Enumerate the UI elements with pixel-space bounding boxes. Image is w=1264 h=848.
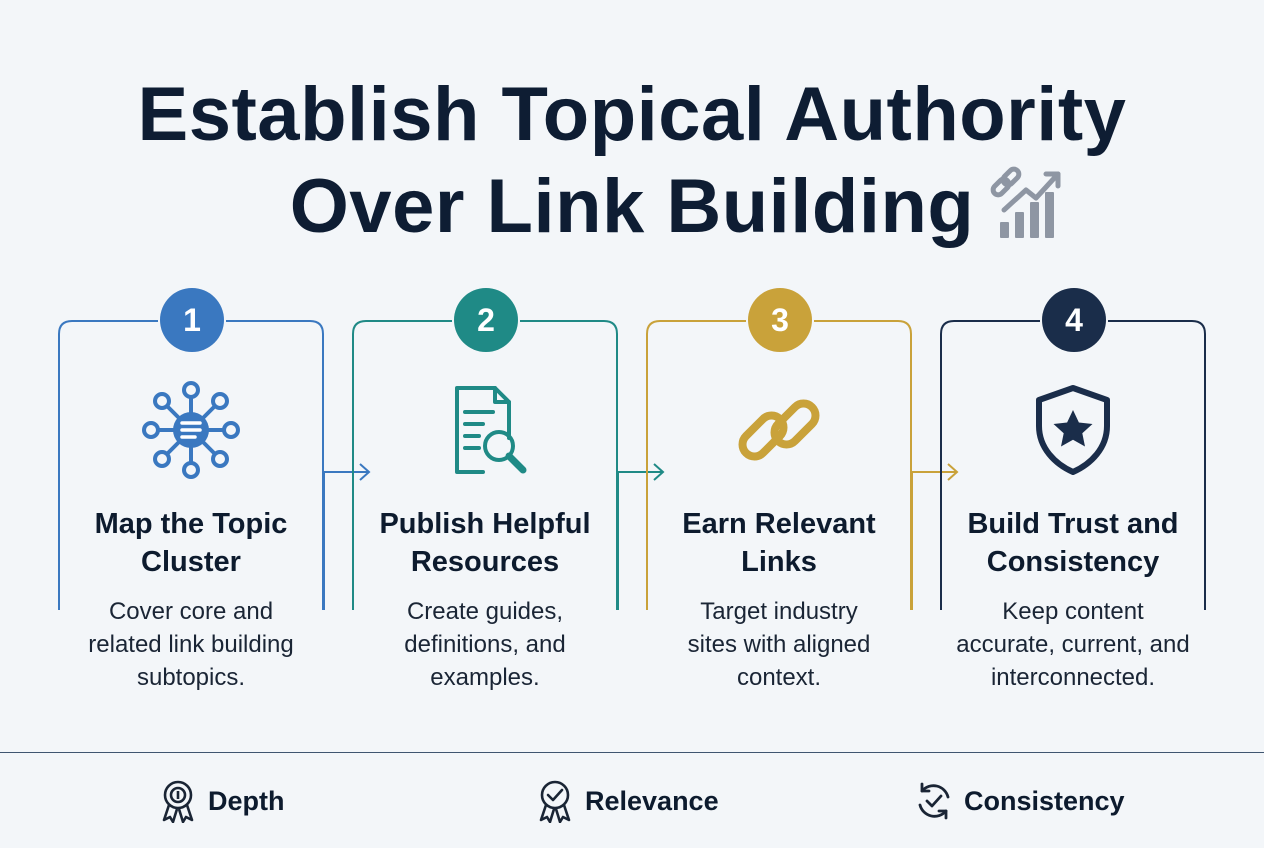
footer-label-depth: Depth (208, 785, 285, 816)
shield-star-icon (1036, 385, 1110, 475)
refresh-check-icon (918, 782, 950, 820)
step-2-number-badge: 2 (454, 288, 518, 352)
step-1-number-badge: 1 (160, 288, 224, 352)
step-3-frame (646, 320, 912, 610)
footer-item-consistency: Consistency (914, 776, 1125, 826)
checkmark-badge-icon (539, 780, 571, 823)
chain-link-icon (738, 399, 820, 461)
topic-cluster-network-icon (142, 381, 240, 479)
document-search-icon (455, 386, 527, 474)
footer-item-relevance: Relevance (535, 776, 719, 826)
step-4-number-badge: 4 (1042, 288, 1106, 352)
step-2-frame (352, 320, 618, 610)
footer-label-relevance: Relevance (585, 785, 719, 816)
award-ribbon-icon (162, 780, 194, 823)
step-3-number-badge: 3 (748, 288, 812, 352)
link-growth-chart-icon (990, 166, 1061, 238)
footer-item-depth: Depth (158, 776, 285, 826)
footer-label-consistency: Consistency (964, 785, 1125, 816)
step-4-frame (940, 320, 1206, 610)
footer-divider (0, 752, 1264, 753)
page-title-line-1: Establish Topical Authority (137, 72, 1127, 157)
step-1-frame (58, 320, 324, 610)
page-title-line-2: Over Link Building (289, 164, 975, 249)
